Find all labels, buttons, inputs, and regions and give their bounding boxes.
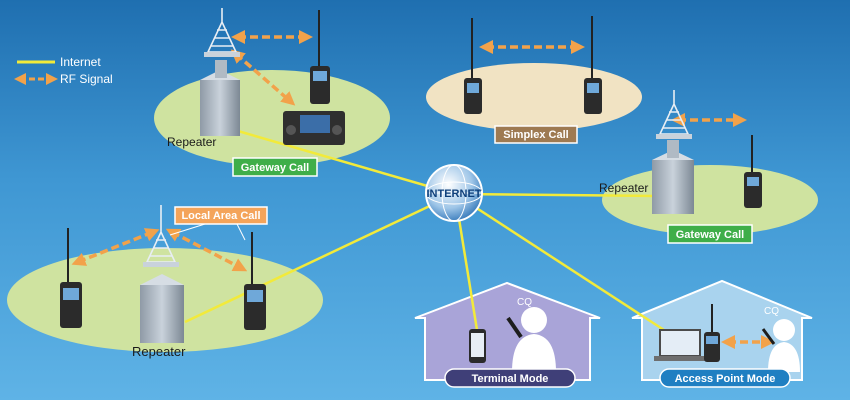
tag-access-point-mode-label: Access Point Mode <box>675 373 776 385</box>
legend-rf-label: RF Signal <box>60 72 113 86</box>
tag-local-area-call-label: Local Area Call <box>181 210 260 222</box>
cq-terminal: CQ <box>517 297 532 308</box>
radio-gw-right <box>744 135 762 208</box>
internet-line-gateway-right <box>454 192 656 198</box>
tag-local-area-call <box>174 206 268 225</box>
tag-terminal-mode-label: Terminal Mode <box>472 373 549 385</box>
tag-simplex-call <box>494 125 578 144</box>
internet-line-local-area <box>184 192 456 324</box>
person-access-point-mode <box>761 319 800 372</box>
tag-gateway-call-left-label: Gateway Call <box>241 162 309 174</box>
tag-gateway-call-right <box>667 224 753 244</box>
internet-line-access-point <box>454 192 665 332</box>
repeater-building-right <box>652 90 694 214</box>
tag-access-point-mode <box>659 368 791 388</box>
base-station-transceiver <box>283 111 345 145</box>
repeater-label-left-bottom: Repeater <box>132 344 186 359</box>
radio-local-right <box>244 232 266 330</box>
radio-local-left <box>60 228 82 328</box>
internet-globe <box>425 164 483 222</box>
radio-simplex-right <box>584 16 602 114</box>
internet-line-gateway-left <box>237 129 456 196</box>
tag-gateway-call-left <box>232 157 318 177</box>
repeater-building-left-bottom <box>140 205 184 343</box>
radio-simplex-left <box>464 18 482 114</box>
tag-local-area-pointer-right <box>236 223 246 241</box>
zone-gateway-left <box>154 70 390 166</box>
radio-gw-left-top <box>310 10 330 104</box>
internet-links <box>184 129 665 332</box>
tag-simplex-call-label: Simplex Call <box>503 129 568 141</box>
internet-globe-label: INTERNET <box>427 188 482 200</box>
zone-simplex <box>426 63 642 131</box>
person-terminal-mode <box>506 307 556 372</box>
tag-terminal-mode <box>444 368 576 388</box>
repeater-label-left-top: Repeater <box>167 135 216 149</box>
tag-local-area-pointer-left <box>169 223 206 236</box>
cq-access-point: CQ <box>764 306 779 317</box>
radio-access-point <box>704 304 720 362</box>
house-terminal-mode <box>414 281 601 381</box>
smartphone <box>469 329 486 363</box>
repeater-label-right: Repeater <box>599 181 648 195</box>
repeater-building-left-top <box>200 8 240 136</box>
tag-gateway-call-right-label: Gateway Call <box>676 229 744 241</box>
legend-internet-label: Internet <box>60 55 101 69</box>
rf-arrow-local-left <box>71 228 160 266</box>
laptop <box>654 329 706 361</box>
rf-arrow-local-right <box>165 228 248 272</box>
rf-links <box>71 30 775 349</box>
